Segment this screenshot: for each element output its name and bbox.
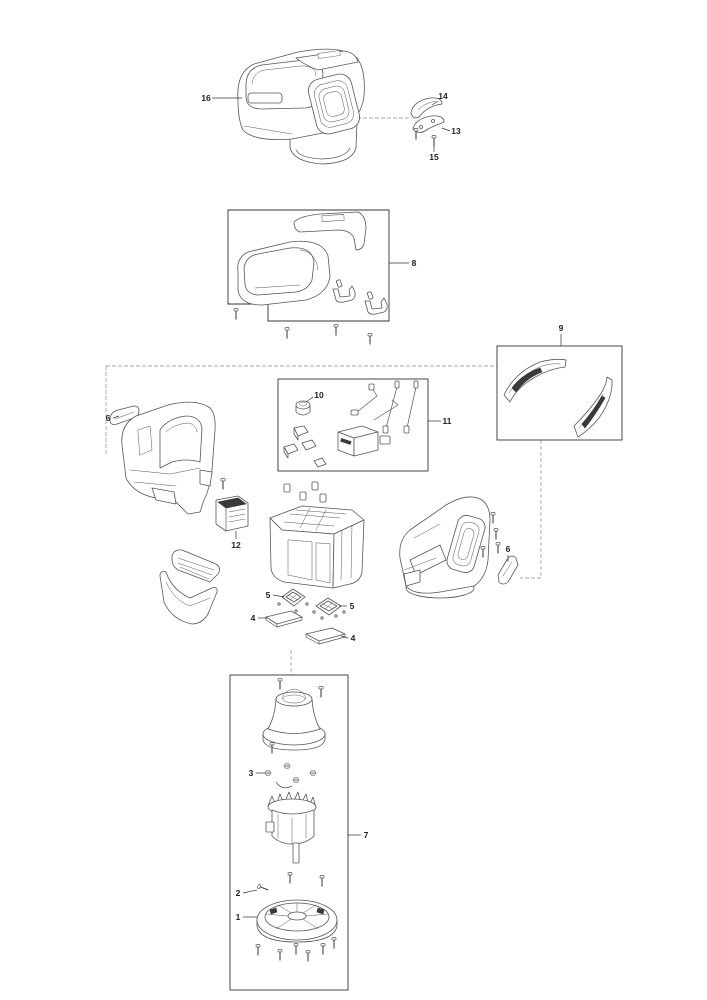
part-4-pad-right [305,627,346,645]
motor [265,791,317,864]
callout-3: 3 [249,768,254,778]
part-3-nut [310,771,316,775]
dashed-line [520,440,542,579]
part-5-foot-right [315,597,342,616]
right-body-shell [399,496,491,599]
callout-9: 9 [559,323,564,333]
callout-16: 16 [201,93,211,103]
left-body-shell [121,401,216,515]
callout-14: 14 [438,91,448,101]
screw [319,687,323,698]
screw [320,876,324,887]
callout-6-right: 6 [506,544,511,554]
callout-15: 15 [429,152,439,162]
screw [494,529,498,540]
screw [496,543,500,554]
part-1-base-plate [256,899,338,943]
group-box-11 [277,378,429,472]
screw [221,479,225,490]
callout-11: 11 [443,416,452,426]
leader-lines [112,97,562,918]
visor [293,211,367,251]
leader-line [305,396,314,403]
callout-4-right: 4 [351,633,356,643]
callout-13: 13 [451,126,461,136]
part-14-trim-piece [410,97,443,119]
part-11-electronics [283,380,419,468]
assembly-dashed-lines [105,117,542,675]
leader-line [272,594,285,598]
screw [306,951,310,962]
screw [285,328,289,339]
front-grille-piece [171,549,220,583]
part-9-light-strips [503,358,613,438]
screw [288,873,292,884]
part-12-battery [215,495,249,532]
callout-10: 10 [314,390,324,400]
motor-housing [262,688,326,751]
leader-line [242,889,258,894]
clip [332,279,356,303]
part-8-cover-kit [234,211,388,345]
callout-1: 1 [236,912,241,922]
part-16-top-cover [237,48,365,165]
part-4-pad-left [265,610,303,628]
screw [321,944,325,955]
part-7-motor-assembly [256,679,338,962]
screw [332,938,336,949]
part-3-nut [284,764,290,768]
part-13-trim-piece [412,115,445,133]
screw [491,513,495,524]
screw [278,950,282,961]
leader-line [340,635,349,639]
display-panel [317,50,341,59]
leader-line [112,415,120,419]
callout-5-right: 5 [350,601,355,611]
callout-12: 12 [231,540,241,550]
group-box-9 [496,345,623,441]
group-box-8 [227,209,390,322]
part-6-gasket-right [497,555,519,585]
callout-labels: 16 14 13 15 8 9 10 11 6 12 6 5 5 4 4 3 7… [106,91,564,922]
part-15-screw [432,136,436,147]
part-3-nut [265,771,271,775]
part-10-knob [295,400,311,416]
callout-4-left: 4 [251,613,256,623]
callout-6-left: 6 [106,413,111,423]
screw [256,945,260,956]
screw [414,129,418,140]
screw [234,309,238,320]
part-5-foot-left [281,588,306,607]
chassis-frame [269,481,365,589]
screw [334,325,338,336]
leader-line [441,127,451,132]
leader-line [431,100,439,106]
foot-screws [277,602,346,620]
screw [368,334,372,345]
callout-5-left: 5 [266,590,271,600]
clip [364,291,388,315]
screw [294,944,298,955]
part-6-gasket-left [109,405,140,425]
callout-7: 7 [364,830,369,840]
part-2-screw [257,884,269,892]
callout-2: 2 [236,888,241,898]
group-box-7 [229,674,349,991]
cover-handle [247,92,283,104]
front-bumper-piece [159,571,218,625]
socket [301,439,317,451]
part-3-nut [293,778,299,782]
callout-8: 8 [412,258,417,268]
motor-shaft [292,842,300,864]
screw [278,679,282,690]
front-grille [308,73,360,135]
